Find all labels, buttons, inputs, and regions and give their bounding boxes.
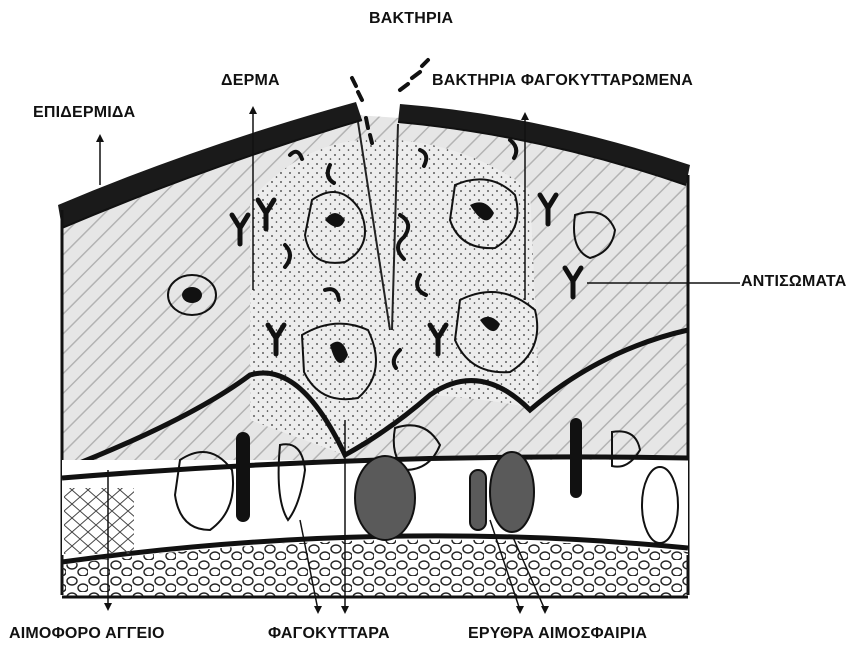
label-dermis: ΔΕΡΜΑ	[221, 72, 280, 90]
label-phagocytes: ΦΑΓΟΚΥΤΤΑΡΑ	[268, 625, 390, 643]
label-bacteria: ΒΑΚΤΗΡΙΑ	[369, 10, 453, 28]
label-blood-vessel: ΑΙΜΟΦΟΡΟ ΑΓΓΕΙΟ	[9, 625, 165, 643]
label-antibodies: ΑΝΤΙΣΩΜΑΤΑ	[741, 273, 846, 291]
label-epidermis: ΕΠΙΔΕΡΜΙΔΑ	[33, 104, 135, 122]
label-phagocytosed-bacteria: ΒΑΚΤΗΡΙΑ ΦΑΓΟΚΥΤΤΑΡΩΜΕΝΑ	[432, 72, 693, 90]
label-red-blood-cells: ΕΡΥΘΡΑ ΑΙΜΟΣΦΑΙΡΙΑ	[468, 625, 647, 643]
